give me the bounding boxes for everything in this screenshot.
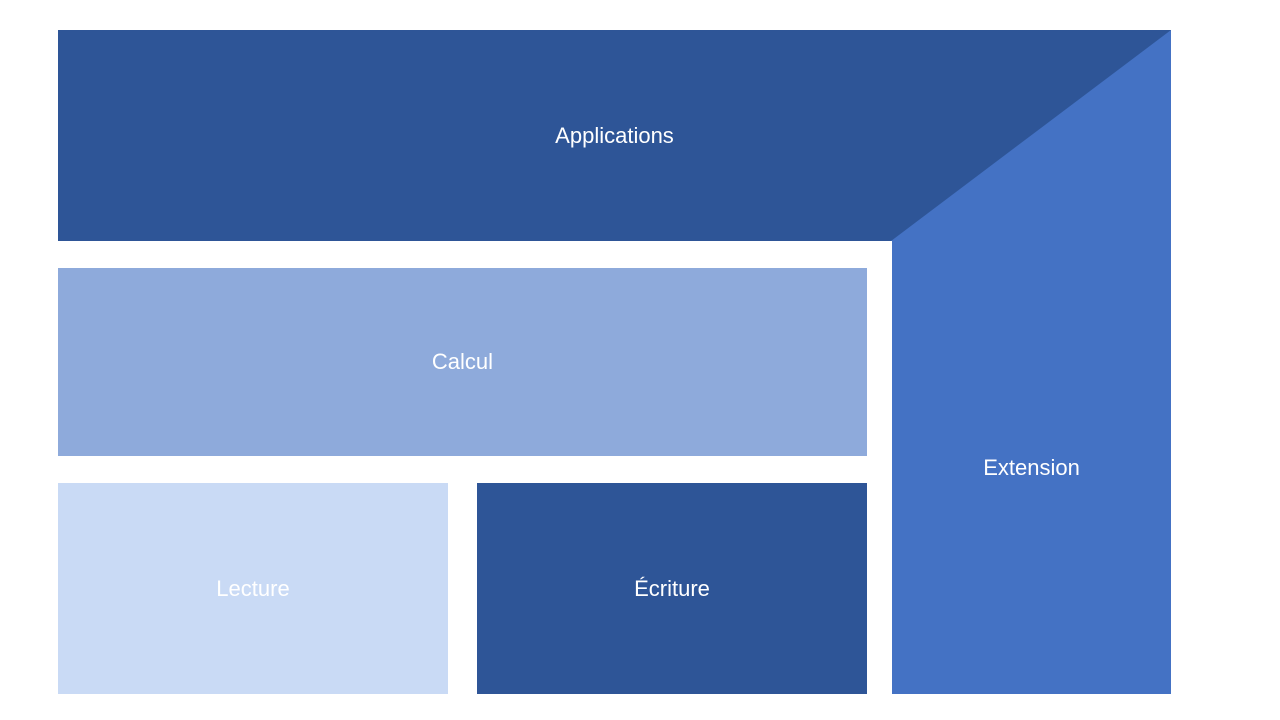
applications-shape	[58, 30, 1171, 241]
extension-top-triangle	[891, 30, 1171, 241]
ecriture-label: Écriture	[634, 575, 710, 601]
calcul-label: Calcul	[431, 349, 494, 374]
applications-block: Applications	[58, 30, 1171, 241]
applications-label: Applications	[555, 122, 674, 148]
lecture-label: Lecture	[216, 575, 290, 601]
extension-label: Extension	[983, 454, 1080, 480]
extension-block: Extension	[892, 241, 1171, 694]
applications-fill	[58, 30, 1171, 241]
ecriture-block: Écriture	[477, 483, 867, 694]
lecture-block: Lecture	[58, 483, 448, 694]
calcul-block: Calcul	[58, 268, 867, 456]
